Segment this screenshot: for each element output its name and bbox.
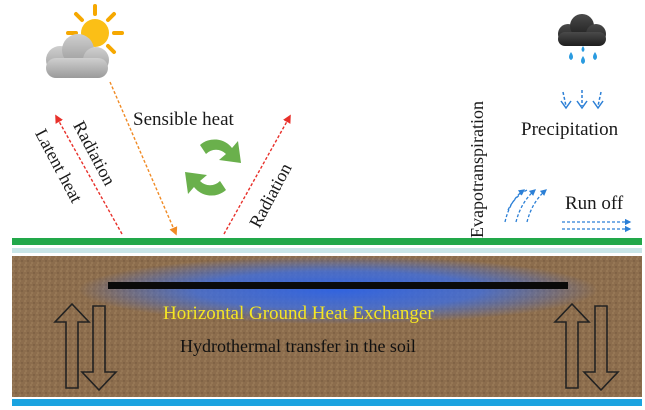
evapotranspiration-label: Evapotranspiration [467,101,487,238]
cycle-arrows-icon [185,139,241,196]
rain-cloud-icon [558,14,606,64]
sensible-heat-label: Sensible heat [133,109,234,130]
ground-surface-green [12,238,642,245]
latent-heat-arrow [55,114,123,235]
outgoing-radiation-arrow [223,114,291,235]
precipitation-label: Precipitation [521,119,619,140]
run-off-label: Run off [565,193,624,214]
run-off-arrows [562,218,632,233]
exchanger-pipe [108,282,568,289]
exchanger-glow [78,256,598,324]
cloud-icon [46,34,109,78]
exchanger-label: Horizontal Ground Heat Exchanger [163,303,434,324]
ground-surface-light [12,248,642,253]
incoming-radiation-arrow [109,81,178,236]
evapotranspiration-arrows [504,189,547,223]
right-updown-arrows [553,302,620,392]
precipitation-arrows [560,90,604,110]
left-updown-arrows [53,302,118,392]
groundwater-line [12,399,642,406]
hydrothermal-label: Hydrothermal transfer in the soil [180,336,416,356]
